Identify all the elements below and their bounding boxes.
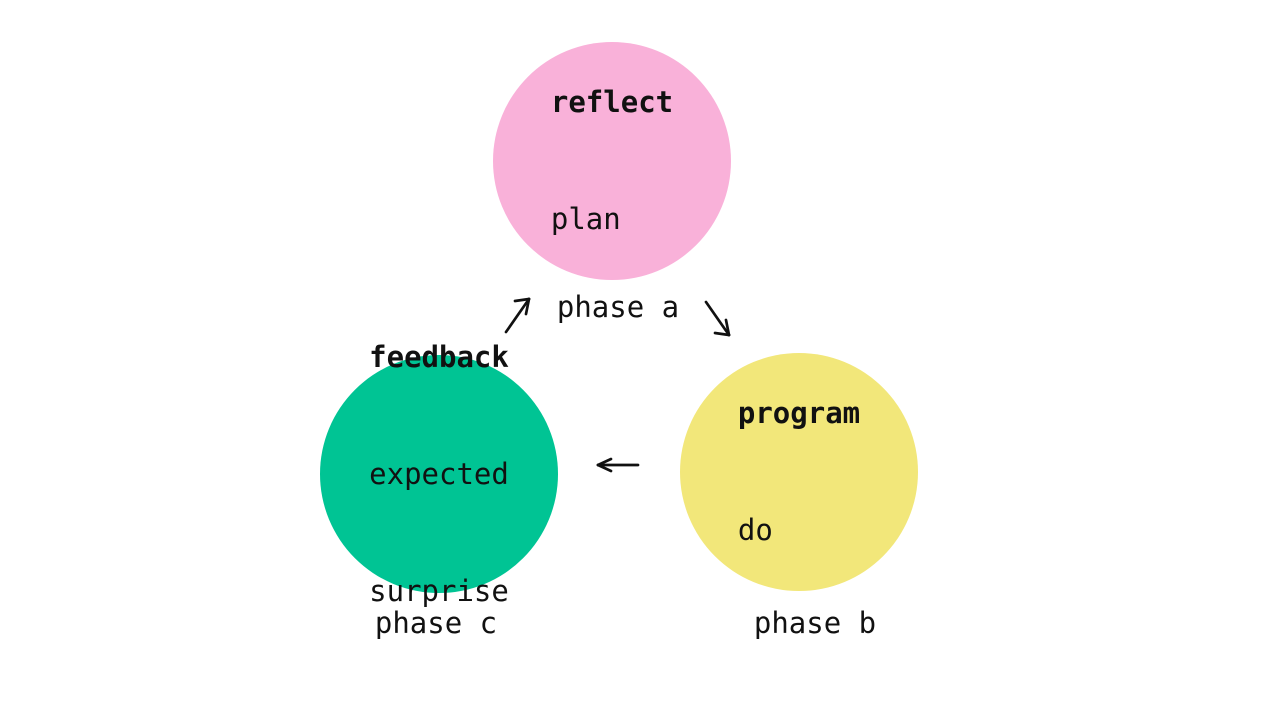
node-reflect-title: reflect <box>550 85 674 119</box>
node-reflect: reflect plan <box>493 42 731 280</box>
phase-a-label: phase a <box>556 290 680 324</box>
node-reflect-text: reflect plan <box>551 5 673 317</box>
node-feedback-line: surprise <box>369 573 509 608</box>
node-feedback-text: feedback expected surprise <box>369 260 509 689</box>
node-program: program do <box>680 353 918 591</box>
node-feedback: feedback expected surprise <box>320 340 558 608</box>
node-program-line: do <box>737 513 773 547</box>
arrow-up-right-icon <box>502 294 534 334</box>
arrow-down-right-icon <box>702 299 734 339</box>
node-reflect-line: plan <box>550 202 621 236</box>
arrow-left-icon <box>594 456 640 474</box>
phase-c-label: phase c <box>374 606 498 640</box>
phase-b-label: phase b <box>753 606 877 640</box>
node-feedback-line: expected <box>369 456 509 491</box>
node-feedback-title: feedback <box>369 339 509 374</box>
node-program-title: program <box>737 396 861 430</box>
node-program-text: program do <box>738 316 860 628</box>
